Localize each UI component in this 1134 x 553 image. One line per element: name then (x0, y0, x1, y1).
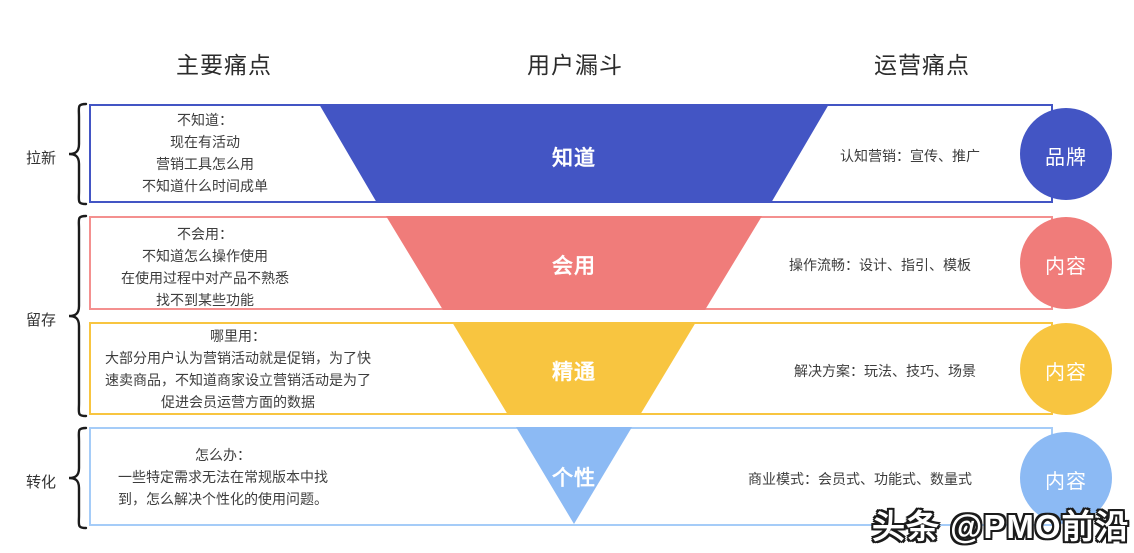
brace-icon (68, 102, 88, 206)
pain-line: 营销工具怎么用 (156, 156, 254, 172)
pain-line: 速卖商品，不知道商家设立营销活动是为了 (105, 372, 371, 388)
funnel-label-master: 精通 (552, 361, 596, 384)
header-main-pain-points: 主要痛点 (176, 52, 272, 78)
pain-text-row3: 哪里用： 大部分用户认为营销活动就是促销，为了快 速卖商品，不知道商家设立营销活… (90, 325, 386, 413)
circle-label-content-1: 内容 (1045, 256, 1087, 278)
ops-text-row1: 认知营销：宣传、推广 (840, 148, 980, 164)
pain-line: 不会用： (177, 226, 233, 242)
brace-icon (68, 426, 88, 530)
group-label-acquisition: 拉新 (25, 150, 56, 167)
circle-label-content-3: 内容 (1045, 471, 1087, 493)
group-label-retention: 留存 (25, 312, 56, 329)
pain-line: 在使用过程中对产品不熟悉 (121, 270, 289, 286)
ops-text-row3: 解决方案：玩法、技巧、场景 (794, 363, 976, 379)
pain-line: 现在有活动 (170, 134, 240, 150)
pain-line: 到，怎么解决个性化的使用问题。 (118, 491, 328, 507)
funnel-label-know: 知道 (552, 147, 596, 170)
funnel-label-personal: 个性 (552, 467, 596, 490)
header-ops-pain-points: 运营痛点 (874, 52, 970, 78)
pain-line: 不知道怎么操作使用 (142, 248, 268, 264)
funnel-label-can-use: 会用 (552, 255, 596, 278)
pain-text-row1: 不知道： 现在有活动 营销工具怎么用 不知道什么时间成单 (90, 109, 320, 197)
watermark-toutiao-pmo: 头条 @PMO前沿 (872, 508, 1130, 545)
pain-text-row4: 怎么办： 一些特定需求无法在常规版本中找 到，怎么解决个性化的使用问题。 (90, 444, 356, 510)
ops-text-row4: 商业模式：会员式、功能式、数量式 (748, 471, 972, 487)
header-user-funnel: 用户漏斗 (527, 52, 623, 78)
group-label-conversion: 转化 (25, 474, 56, 491)
pain-line: 不知道什么时间成单 (142, 178, 268, 194)
circle-label-brand: 品牌 (1045, 147, 1087, 169)
pain-text-row2: 不会用： 不知道怎么操作使用 在使用过程中对产品不熟悉 找不到某些功能 (90, 223, 320, 311)
brace-icon (68, 214, 88, 418)
ops-text-row2: 操作流畅：设计、指引、模板 (789, 257, 971, 273)
pain-line: 促进会员运营方面的数据 (161, 394, 315, 410)
pain-line: 大部分用户认为营销活动就是促销，为了快 (105, 350, 371, 366)
pain-line: 不知道： (177, 112, 233, 128)
pain-line: 一些特定需求无法在常规版本中找 (118, 469, 328, 485)
pain-line: 找不到某些功能 (156, 292, 254, 308)
pain-line: 哪里用： (210, 328, 266, 344)
pain-line: 怎么办： (195, 447, 251, 463)
circle-label-content-2: 内容 (1045, 362, 1087, 384)
